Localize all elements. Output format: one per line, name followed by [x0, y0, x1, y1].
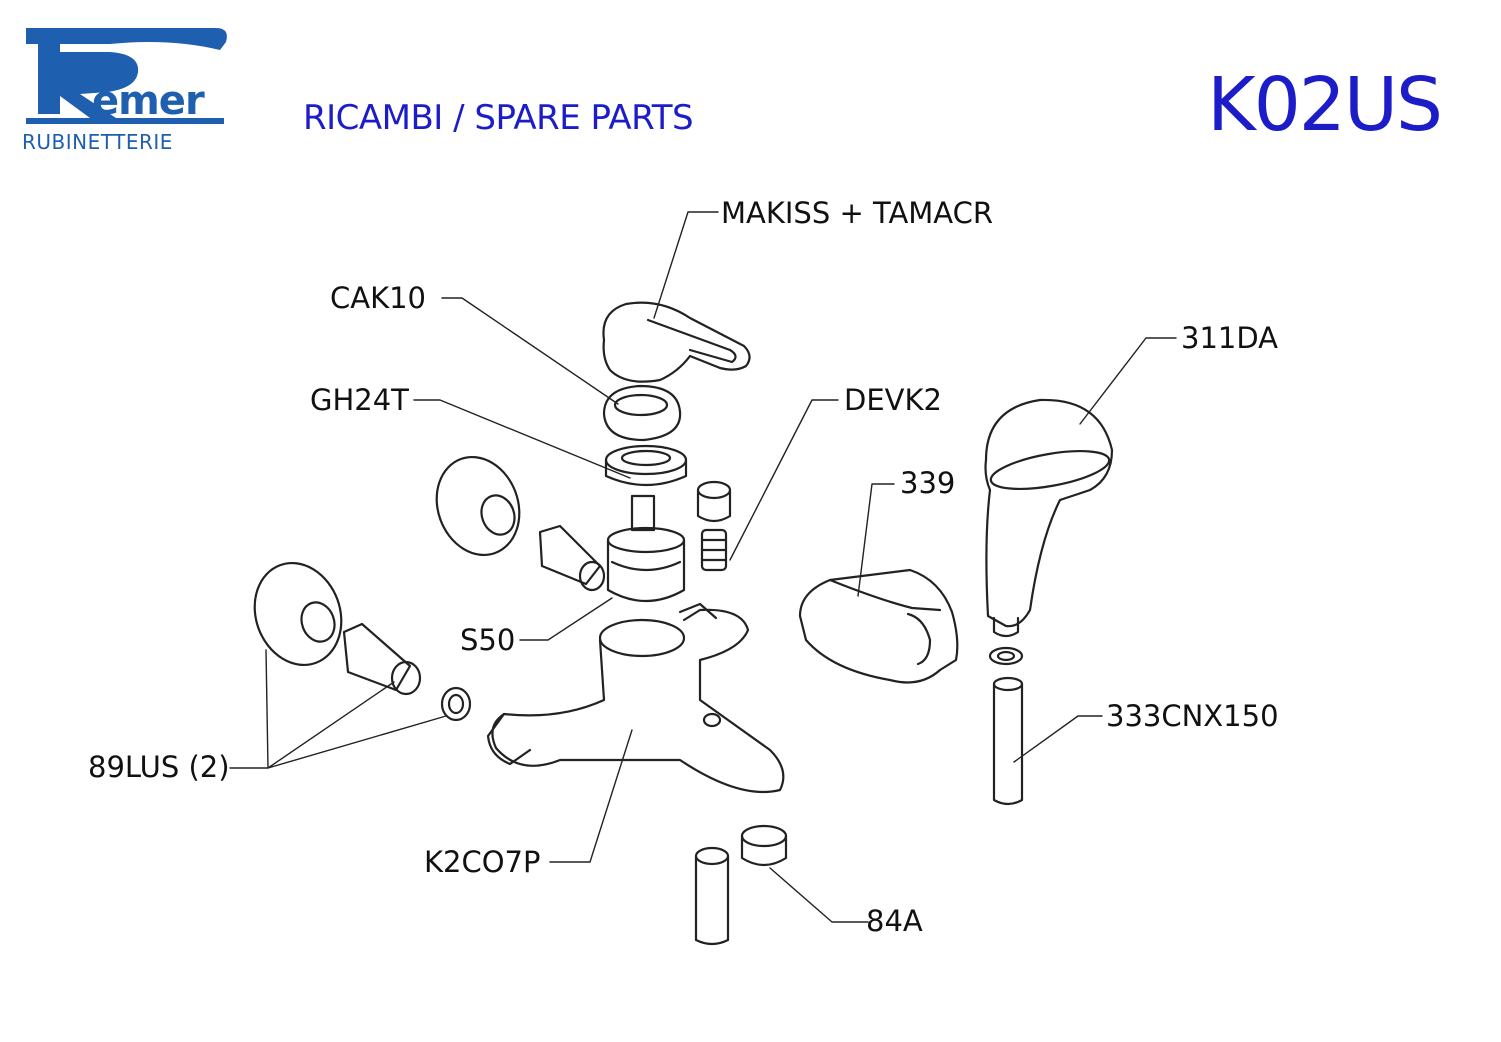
handle-part — [602, 301, 751, 383]
leader-cap — [441, 297, 619, 405]
holder-part — [798, 568, 959, 684]
label-holder: 339 — [900, 466, 956, 500]
product-code: K02US — [1207, 62, 1443, 148]
label-shower-head: 311DA — [1181, 321, 1279, 355]
cartridge-part — [606, 494, 686, 603]
shower-washer — [988, 646, 1024, 666]
label-diverter: DEVK2 — [844, 383, 942, 417]
cap-part — [602, 384, 682, 442]
leader-eccentrics — [229, 649, 447, 769]
logo-tagline: RUBINETTERIE — [22, 130, 173, 154]
brand-logo: emer RUBINETTERIE — [20, 22, 230, 154]
diverter-part — [696, 480, 732, 572]
shower-head-part — [984, 398, 1114, 638]
label-aerator: 84A — [866, 904, 923, 938]
eccentric-washer — [440, 686, 472, 722]
leader-nut — [413, 399, 631, 479]
aerator-part — [740, 824, 788, 867]
leader-cartridge — [519, 597, 613, 641]
leader-shower-head — [1079, 337, 1177, 425]
leader-aerator — [769, 867, 869, 923]
body-part — [486, 602, 785, 794]
leader-holder — [857, 483, 895, 597]
eccentric-fitting-upper — [538, 524, 606, 592]
label-body: K2CO7P — [424, 845, 541, 879]
label-nut: GH24T — [310, 383, 409, 417]
hose-part — [992, 676, 1024, 806]
aerator-pipe — [694, 846, 730, 946]
logo-mark — [26, 28, 227, 124]
eccentric-flange-upper — [435, 455, 521, 557]
logo-wordmark: emer — [92, 78, 205, 124]
page-subtitle: RICAMBI / SPARE PARTS — [303, 98, 694, 138]
eccentric-fitting-lower — [342, 622, 422, 696]
leader-lines — [229, 211, 1177, 923]
leader-hose — [1013, 715, 1103, 763]
leader-body — [549, 729, 633, 863]
label-hose: 333CNX150 — [1106, 699, 1279, 733]
label-cap: CAK10 — [330, 281, 427, 315]
leader-diverter — [729, 399, 839, 561]
eccentric-flange-lower — [253, 561, 343, 667]
nut-part — [604, 444, 688, 487]
label-handle: MAKISS + TAMACR — [721, 196, 994, 230]
label-cartridge: S50 — [460, 623, 516, 657]
label-eccentrics: 89LUS (2) — [88, 750, 230, 784]
leader-handle — [653, 211, 719, 319]
